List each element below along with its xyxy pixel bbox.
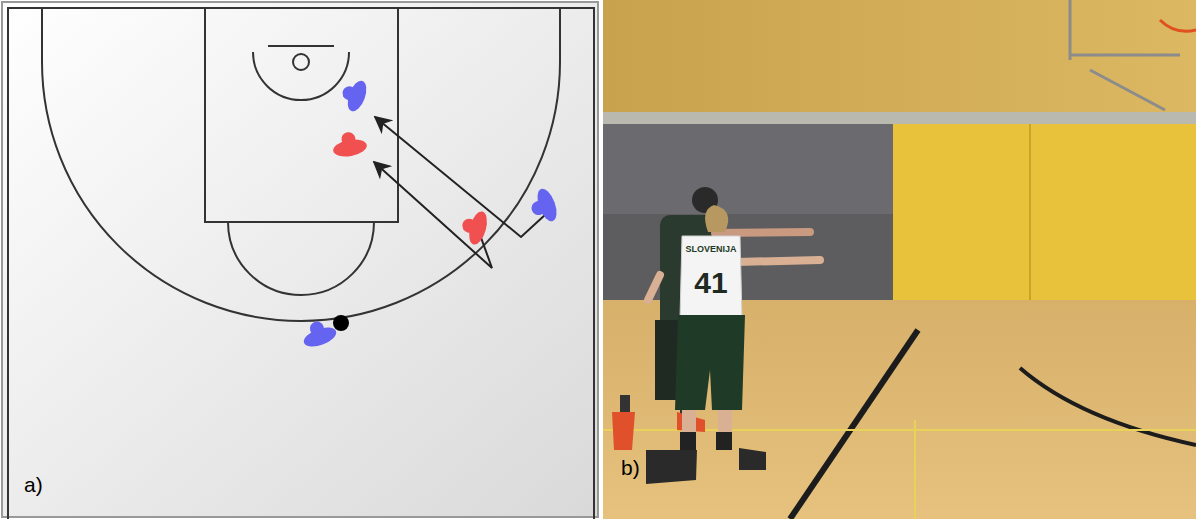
panel-label: a) [24, 474, 43, 495]
panel-label: b) [621, 457, 640, 478]
jersey-text: SLOVENIJA [685, 245, 736, 254]
jersey-number: 41 [694, 268, 727, 298]
